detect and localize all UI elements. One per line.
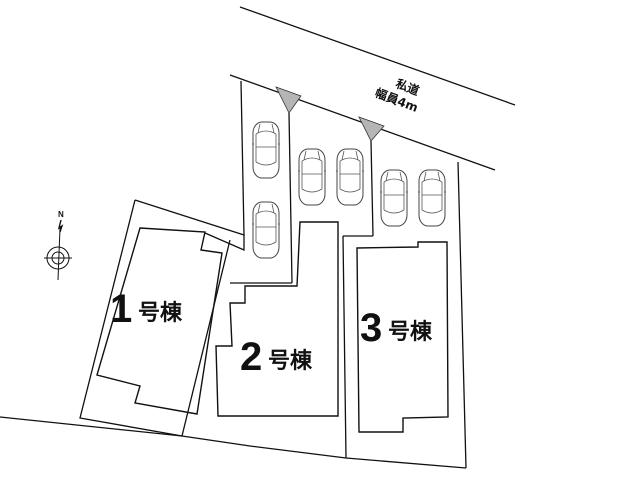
corner-cut-left	[275, 86, 302, 114]
car-icon	[417, 169, 447, 227]
building-3-suffix: 号棟	[388, 319, 433, 345]
building-1-suffix: 号棟	[138, 300, 183, 326]
road-upper-edge	[239, 6, 516, 106]
car-icon	[297, 148, 327, 206]
north-label: N	[58, 210, 64, 219]
car-icon	[379, 169, 409, 227]
car-icon	[335, 148, 365, 206]
building-3-label: 3 号棟	[360, 306, 433, 350]
building-2-footprint	[215, 221, 339, 417]
building-3-number: 3	[360, 306, 382, 350]
building-2-number: 2	[240, 335, 262, 379]
compass-north-icon: N	[44, 210, 72, 281]
car-icon	[251, 121, 281, 179]
corner-cut-right	[358, 116, 385, 142]
building-2-label: 2 号棟	[240, 335, 313, 379]
building-3-footprint	[356, 241, 449, 433]
building-1-footprint	[96, 227, 223, 415]
lot-boundaries	[0, 80, 467, 469]
car-icon	[251, 201, 281, 259]
building-1-label: 1 号棟	[110, 287, 183, 331]
building-1-number: 1	[110, 287, 132, 331]
building-2-suffix: 号棟	[268, 348, 313, 374]
